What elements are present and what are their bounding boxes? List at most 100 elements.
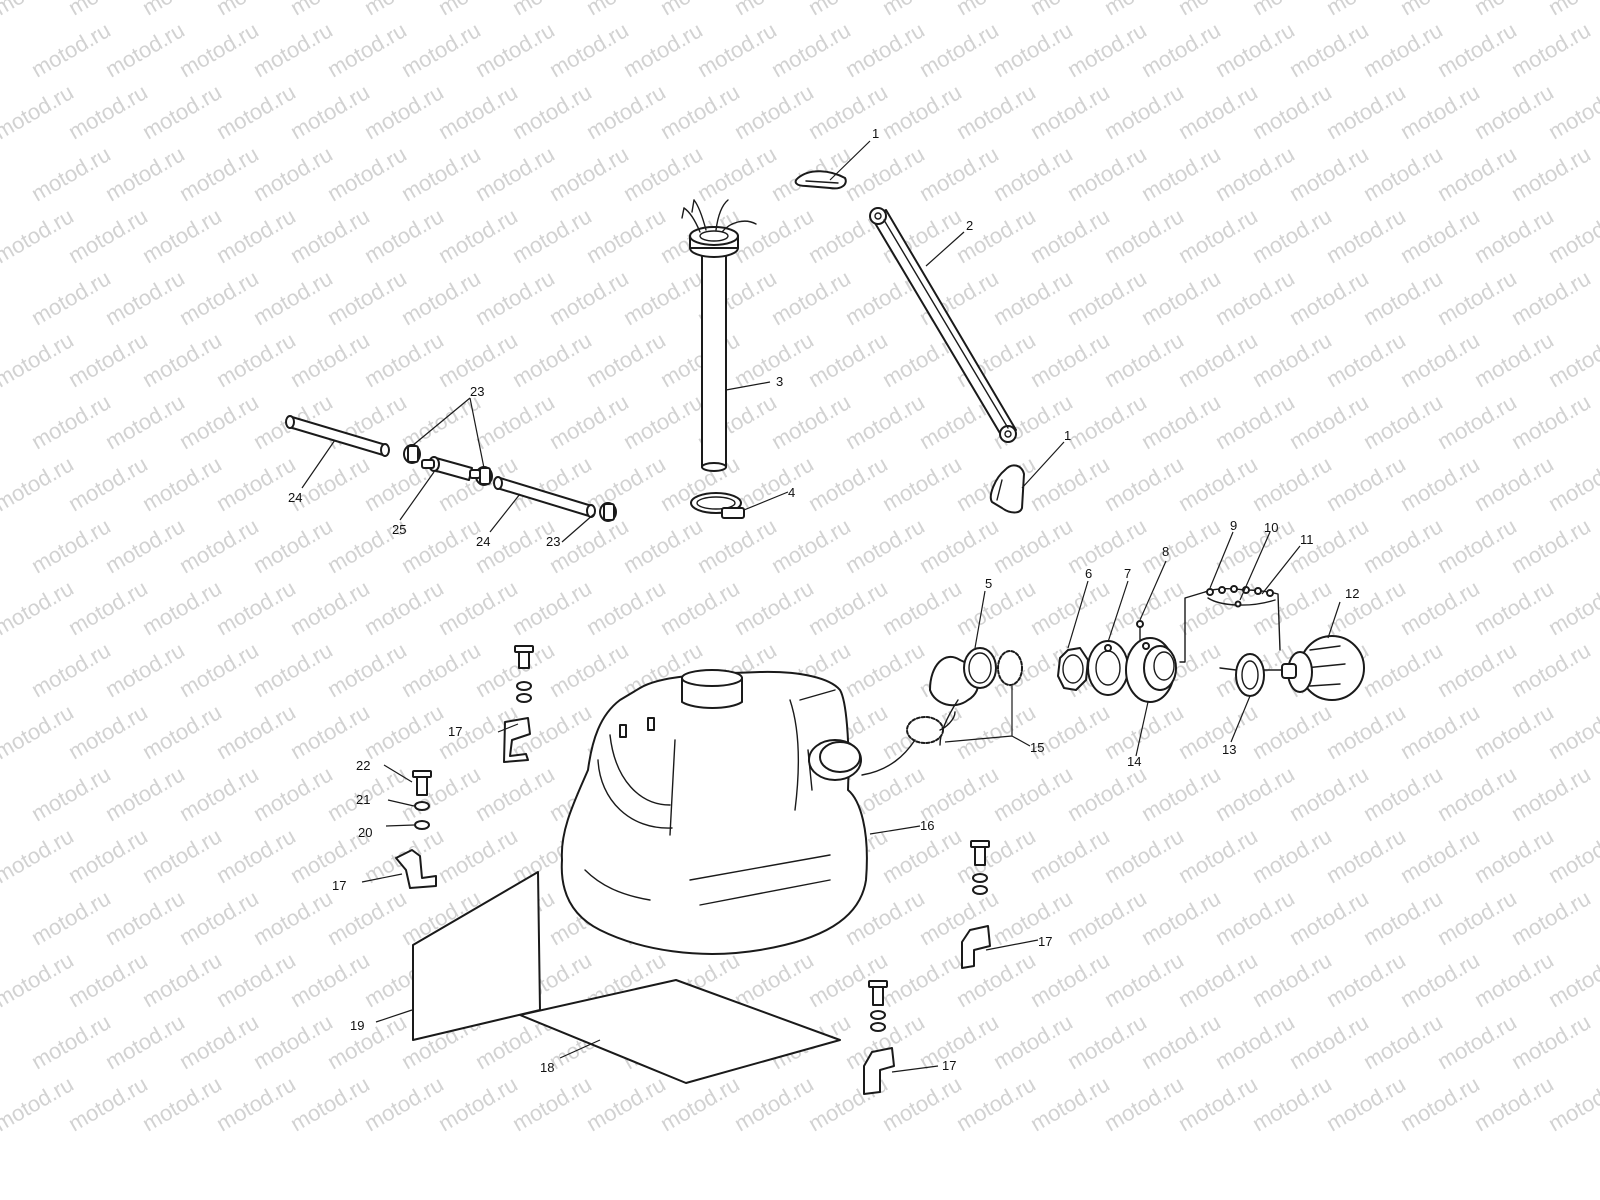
- watermark-text: motod.ru: [1211, 141, 1299, 206]
- watermark-text: motod.ru: [1544, 0, 1600, 20]
- watermark-text: motod.ru: [656, 575, 744, 640]
- watermark-text: motod.ru: [1174, 203, 1262, 268]
- watermark-text: motod.ru: [1433, 513, 1521, 578]
- watermark-text: motod.ru: [878, 451, 966, 516]
- watermark-text: motod.ru: [1322, 0, 1410, 20]
- watermark-text: motod.ru: [1248, 823, 1336, 888]
- tank-strap: [869, 207, 1017, 443]
- watermark-text: motod.ru: [175, 885, 263, 950]
- watermark-text: motod.ru: [101, 389, 189, 454]
- watermark-text: motod.ru: [841, 389, 929, 454]
- watermark-text: motod.ru: [0, 203, 78, 268]
- callout-4: 4: [788, 485, 795, 500]
- watermark-text: motod.ru: [64, 451, 152, 516]
- watermark-text: motod.ru: [1137, 1009, 1225, 1074]
- watermark-text: motod.ru: [1137, 885, 1225, 950]
- watermark-text: motod.ru: [989, 265, 1077, 330]
- watermark-text: motod.ru: [1470, 575, 1558, 640]
- watermark-text: motod.ru: [27, 761, 115, 826]
- watermark-text: motod.ru: [360, 699, 448, 764]
- watermark-text: motod.ru: [1063, 761, 1151, 826]
- watermark-text: motod.ru: [27, 637, 115, 702]
- watermark-text: motod.ru: [471, 265, 559, 330]
- watermark-text: motod.ru: [175, 637, 263, 702]
- watermark-text: motod.ru: [1433, 389, 1521, 454]
- fuel-tank: [560, 669, 868, 955]
- callout-1: 1: [1064, 428, 1071, 443]
- callout-24: 24: [476, 534, 490, 549]
- watermark-text: motod.ru: [0, 575, 78, 640]
- callout-labels: 1 2 3 4 1 23 24 25 24 23 5 6 7 8 9 10 11…: [288, 126, 1359, 1075]
- watermark-text: motod.ru: [730, 575, 818, 640]
- watermark-text: motod.ru: [1544, 1071, 1600, 1136]
- callout-3: 3: [776, 374, 783, 389]
- watermark-text: motod.ru: [434, 575, 522, 640]
- fuel-line-right: [493, 476, 596, 518]
- callout-20: 20: [358, 825, 372, 840]
- watermark-text: motod.ru: [249, 637, 337, 702]
- watermark-text: motod.ru: [841, 637, 929, 702]
- watermark-text: motod.ru: [804, 451, 892, 516]
- watermark-text: motod.ru: [1396, 451, 1484, 516]
- watermark-text: motod.ru: [1507, 265, 1595, 330]
- watermark-text: motod.ru: [471, 141, 559, 206]
- watermark-text: motod.ru: [1248, 0, 1336, 20]
- watermark-text: motod.ru: [1396, 0, 1484, 20]
- watermark-text: motod.ru: [1100, 823, 1188, 888]
- fuel-cap: [1281, 635, 1365, 701]
- watermark-text: motod.ru: [1507, 389, 1595, 454]
- watermark-text: motod.ru: [27, 885, 115, 950]
- watermark-text: motod.ru: [175, 761, 263, 826]
- watermark-text: motod.ru: [1100, 451, 1188, 516]
- watermark-text: motod.ru: [989, 513, 1077, 578]
- watermark-text: motod.ru: [952, 1071, 1040, 1136]
- watermark-text: motod.ru: [212, 1071, 300, 1136]
- watermark-text: motod.ru: [1470, 203, 1558, 268]
- watermark-text: motod.ru: [360, 203, 448, 268]
- watermark-text: motod.ru: [1063, 265, 1151, 330]
- watermark-text: motod.ru: [360, 1071, 448, 1136]
- watermark-text: motod.ru: [1063, 141, 1151, 206]
- watermark-text: motod.ru: [730, 947, 818, 1012]
- watermark-text: motod.ru: [286, 0, 374, 20]
- watermark-text: motod.ru: [434, 1071, 522, 1136]
- watermark-text: motod.ru: [323, 17, 411, 82]
- watermark-text: motod.ru: [471, 761, 559, 826]
- watermark-text: motod.ru: [286, 203, 374, 268]
- hose-clamps: [403, 444, 617, 522]
- watermark-text: motod.ru: [1026, 0, 1114, 20]
- watermark-text: motod.ru: [1248, 699, 1336, 764]
- bracket-left: [395, 770, 437, 889]
- watermark-text: motod.ru: [1026, 79, 1114, 144]
- watermark-text: motod.ru: [471, 17, 559, 82]
- filler-hose-assembly: [861, 647, 1023, 776]
- watermark-text: motod.ru: [1507, 637, 1595, 702]
- watermark-text: motod.ru: [1433, 761, 1521, 826]
- watermark-text: motod.ru: [286, 699, 374, 764]
- watermark-text: motod.ru: [1100, 203, 1188, 268]
- watermark-text: motod.ru: [1137, 141, 1225, 206]
- watermark-text: motod.ru: [64, 327, 152, 392]
- watermark-text: motod.ru: [841, 17, 929, 82]
- cap-gasket: [1219, 653, 1283, 697]
- watermark-text: motod.ru: [619, 141, 707, 206]
- watermark-text: motod.ru: [212, 947, 300, 1012]
- strap-clip-upper: [794, 170, 847, 190]
- watermark-text: motod.ru: [1396, 1071, 1484, 1136]
- watermark-text: motod.ru: [915, 17, 1003, 82]
- watermark-text: motod.ru: [952, 823, 1040, 888]
- watermark-text: motod.ru: [582, 203, 670, 268]
- watermark-text: motod.ru: [249, 265, 337, 330]
- watermark-text: motod.ru: [915, 141, 1003, 206]
- callout-8: 8: [1162, 544, 1169, 559]
- watermark-text: motod.ru: [27, 1009, 115, 1074]
- callout-1: 1: [872, 126, 879, 141]
- watermark-text: motod.ru: [878, 947, 966, 1012]
- watermark-text: motod.ru: [64, 203, 152, 268]
- watermark-text: motod.ru: [1026, 947, 1114, 1012]
- watermark-text: motod.ru: [952, 0, 1040, 20]
- watermark-text: motod.ru: [1359, 17, 1447, 82]
- watermark-text: motod.ru: [693, 141, 781, 206]
- watermark-text: motod.ru: [175, 1009, 263, 1074]
- watermark-text: motod.ru: [286, 327, 374, 392]
